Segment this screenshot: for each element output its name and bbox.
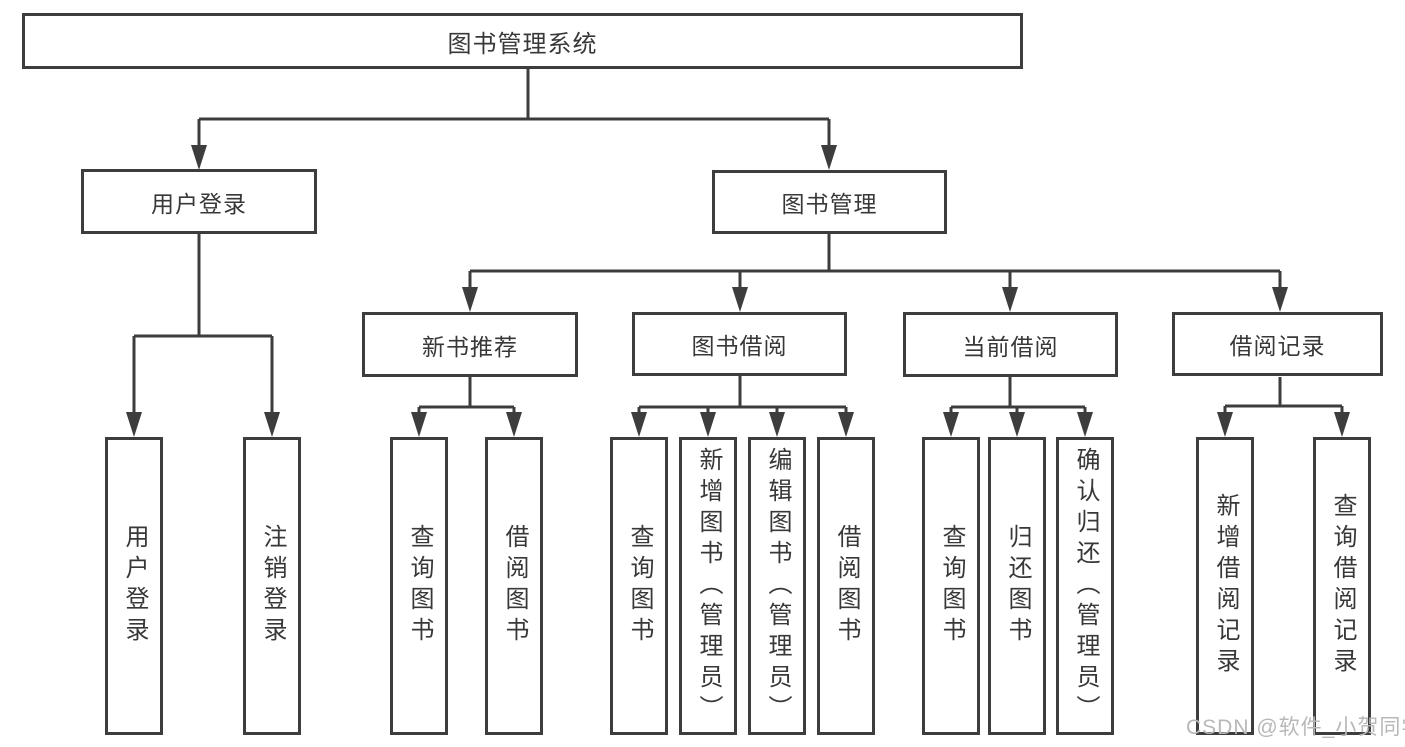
connector-line: [637, 375, 848, 420]
arrowhead-icon: [1272, 287, 1288, 312]
node-label: 用户登录: [121, 524, 148, 648]
arrowhead-icon: [462, 287, 478, 312]
node-label: 注销登录: [259, 524, 286, 648]
arrowhead-icon: [631, 412, 647, 437]
arrowhead-icon: [1009, 412, 1025, 437]
arrowhead-icon: [191, 145, 207, 170]
leaf-records-add-record: 新增借阅记录: [1196, 437, 1254, 735]
connector-line: [417, 377, 516, 420]
node-label: 借阅图书: [501, 524, 528, 648]
leaf-borrow-add-book-admin: 新增图书（管理员）: [679, 437, 737, 735]
leaf-current-search-book: 查询图书: [922, 437, 980, 735]
leaf-borrow-borrow-book: 借阅图书: [817, 437, 875, 735]
leaf-logout: 注销登录: [243, 437, 301, 735]
arrowhead-icon: [1217, 412, 1233, 437]
arrowhead-icon: [506, 412, 522, 437]
connector-user-login-branch: [126, 234, 280, 437]
node-label: 新增图书（管理员）: [695, 446, 722, 726]
node-root-system: 图书管理系统: [22, 13, 1023, 69]
node-label: 借阅图书: [833, 524, 860, 648]
node-label: 图书管理: [781, 191, 878, 217]
node-new-book-recommend: 新书推荐: [362, 312, 578, 377]
arrowhead-icon: [126, 412, 142, 437]
node-label: 借阅记录: [1229, 333, 1326, 359]
node-book-borrow: 图书借阅: [632, 312, 847, 376]
arrowhead-icon: [943, 412, 959, 437]
node-label: 查询图书: [626, 524, 653, 648]
leaf-recommend-search-book: 查询图书: [390, 437, 448, 735]
connector-root-to-level2: [191, 69, 837, 170]
arrowhead-icon: [1334, 412, 1350, 437]
node-label: 用户登录: [151, 190, 247, 217]
arrowhead-icon: [264, 412, 280, 437]
leaf-current-confirm-return-admin: 确认归还（管理员）: [1056, 437, 1114, 735]
node-label: 查询借阅记录: [1329, 493, 1356, 679]
node-label: 查询图书: [938, 524, 965, 648]
connector-line: [197, 69, 831, 152]
node-label: 当前借阅: [962, 333, 1059, 360]
node-label: 新增借阅记录: [1212, 493, 1239, 679]
node-label: 图书管理系统: [447, 30, 598, 58]
node-label: 确认归还（管理员）: [1072, 446, 1099, 726]
connector-line: [1223, 377, 1344, 420]
node-label: 新书推荐: [422, 333, 518, 360]
arrowhead-icon: [732, 287, 748, 312]
csdn-watermark: CSDN @软件_小贺同学: [1186, 716, 1405, 739]
node-current-borrow: 当前借阅: [903, 312, 1118, 377]
arrowhead-icon: [1077, 412, 1093, 437]
connector-current-borrow-branch: [943, 377, 1093, 437]
node-label: 图书借阅: [691, 333, 788, 359]
arrowhead-icon: [821, 145, 837, 170]
arrowhead-icon: [838, 412, 854, 437]
connector-book-management-branch: [462, 234, 1288, 312]
arrowhead-icon: [700, 412, 716, 437]
connector-new-book-recommend-branch: [411, 377, 522, 437]
leaf-user-login: 用户登录: [105, 437, 163, 735]
connector-line: [132, 234, 274, 420]
arrowhead-icon: [411, 412, 427, 437]
node-label: 归还图书: [1004, 524, 1031, 648]
leaf-borrow-edit-book-admin: 编辑图书（管理员）: [748, 437, 806, 735]
leaf-current-return-book: 归还图书: [988, 437, 1046, 735]
arrowhead-icon: [1002, 287, 1018, 312]
connector-borrow-records-branch: [1217, 377, 1350, 437]
arrowhead-icon: [769, 412, 785, 437]
node-label: 编辑图书（管理员）: [764, 446, 791, 726]
node-user-login: 用户登录: [81, 169, 317, 234]
connector-line: [468, 234, 1282, 295]
leaf-borrow-search-book: 查询图书: [610, 437, 668, 735]
node-book-management: 图书管理: [712, 170, 947, 234]
connector-book-borrow-branch: [631, 375, 854, 437]
leaf-records-search-record: 查询借阅记录: [1313, 437, 1371, 735]
node-label: 查询图书: [406, 524, 433, 648]
leaf-recommend-borrow-book: 借阅图书: [485, 437, 543, 735]
node-borrow-records: 借阅记录: [1172, 312, 1383, 376]
